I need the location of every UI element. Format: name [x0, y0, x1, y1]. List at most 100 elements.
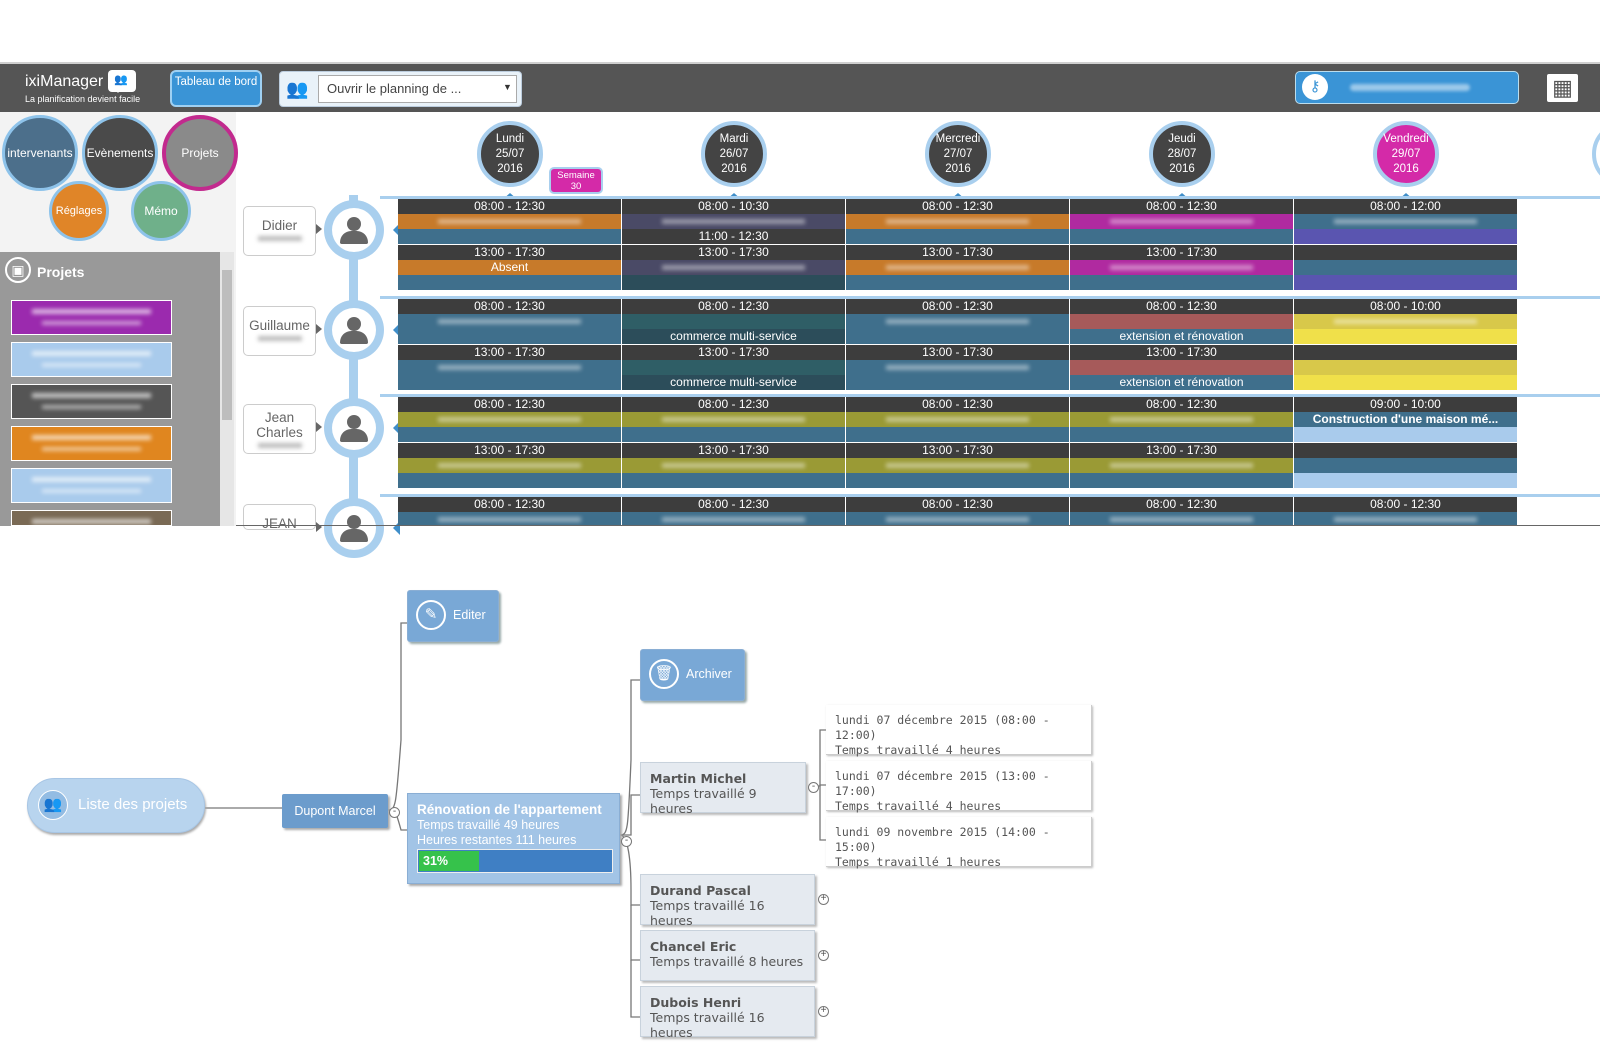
session-node[interactable]: lundi 07 décembre 2015 (13:00 - 17:00)Te… — [826, 761, 1092, 813]
project-list-item[interactable] — [11, 510, 172, 526]
planning-slot[interactable]: 13:00 - 17:30 — [846, 245, 1069, 290]
client-node[interactable]: Dupont Marcel — [282, 794, 388, 828]
project-list-item[interactable] — [11, 342, 172, 377]
planning-slot[interactable]: 13:00 - 17:30 — [846, 443, 1069, 488]
slot-band-bottom — [1294, 229, 1517, 244]
slot-band-bottom — [1294, 329, 1517, 344]
worker-expand-toggle[interactable]: + — [818, 1006, 829, 1017]
planning-slot[interactable]: 13:00 - 17:30 — [1070, 443, 1293, 488]
slot-band-bottom — [1294, 427, 1517, 442]
row-expand-arrow[interactable] — [386, 421, 400, 435]
planning-slot[interactable] — [1294, 345, 1517, 390]
project-list-item[interactable] — [11, 300, 172, 335]
planning-slot[interactable]: 13:00 - 17:30 — [398, 345, 621, 390]
planning-slot[interactable]: 08:00 - 12:30 — [1070, 199, 1293, 244]
person-avatar[interactable] — [324, 200, 384, 260]
planning-slot[interactable]: 13:00 - 17:30 — [622, 443, 845, 488]
planning-slot[interactable]: 08:00 - 12:30 — [398, 299, 621, 344]
slot-time — [1294, 245, 1517, 260]
planning-slot[interactable]: 08:00 - 12:30 — [398, 497, 621, 525]
slot-band-top — [846, 512, 1069, 525]
slot-project-redacted — [662, 219, 805, 224]
row-expand-arrow[interactable] — [386, 323, 400, 337]
row-expand-arrow[interactable] — [386, 521, 400, 535]
menu-evenements[interactable]: Evènements — [82, 115, 158, 191]
planning-slot[interactable]: 08:00 - 12:30 — [1070, 397, 1293, 442]
person-avatar[interactable] — [324, 498, 384, 558]
project-list-item[interactable] — [11, 468, 172, 503]
planning-slot[interactable]: 13:00 - 17:30 — [1070, 245, 1293, 290]
slot-project-redacted — [438, 517, 581, 522]
dashboard-button[interactable]: Tableau de bord — [170, 70, 262, 107]
slot-band-bottom — [846, 473, 1069, 488]
planning-slot[interactable]: 13:00 - 17:30 — [398, 443, 621, 488]
planning-slot[interactable]: 08:00 - 12:30 — [1294, 497, 1517, 525]
person-avatar[interactable] — [324, 300, 384, 360]
slot-band-top — [622, 458, 845, 473]
calendar-icon[interactable]: ▦ — [1547, 74, 1578, 102]
menu-intervenants[interactable]: intervenants — [2, 115, 78, 191]
session-time: Temps travaillé 4 heures — [835, 799, 1002, 813]
session-node[interactable]: lundi 07 décembre 2015 (08:00 - 12:00)Te… — [826, 705, 1092, 757]
planning-slot[interactable] — [1294, 245, 1517, 290]
row-expand-arrow[interactable] — [386, 223, 400, 237]
planning-slot[interactable]: 08:00 - 12:30 — [398, 199, 621, 244]
person-name-tag[interactable]: Guillaume — [243, 306, 316, 356]
planning-slot[interactable]: 08:00 - 12:30 — [846, 397, 1069, 442]
person-name-tag[interactable]: JEAN — [243, 504, 316, 531]
dropdown-arrow-icon[interactable]: ▼ — [503, 82, 512, 92]
slot-project-redacted — [438, 417, 581, 422]
planning-slot[interactable]: 13:00 - 17:30 — [846, 345, 1069, 390]
archive-button[interactable]: 🗑 Archiver — [640, 649, 745, 701]
avatar-inner — [332, 208, 376, 252]
planning-slot[interactable]: 13:00 - 17:30 — [622, 245, 845, 290]
planning-slot[interactable]: 08:00 - 12:30 — [1070, 497, 1293, 525]
session-node[interactable]: lundi 09 novembre 2015 (14:00 - 15:00)Te… — [826, 817, 1092, 869]
project-list-item[interactable] — [11, 426, 172, 461]
project-collapse-toggle[interactable]: - — [621, 836, 632, 847]
menu-reglages[interactable]: Réglages — [49, 181, 109, 241]
edit-button[interactable]: ✎ Editer — [407, 590, 499, 642]
person-avatar[interactable] — [324, 398, 384, 458]
projects-list-node[interactable]: 👥 Liste des projets — [27, 778, 205, 833]
planning-slot[interactable]: 08:00 - 12:30 — [846, 497, 1069, 525]
planning-slot[interactable]: 08:00 - 12:30 — [846, 199, 1069, 244]
day-date: 25/07 — [495, 148, 525, 160]
planning-slot[interactable]: 08:00 - 12:30 — [846, 299, 1069, 344]
planning-select[interactable]: Ouvrir le planning de ... — [318, 75, 517, 103]
project-list-item[interactable] — [11, 384, 172, 419]
worker-expand-toggle[interactable]: + — [818, 950, 829, 961]
planning-slot[interactable]: 08:00 - 12:00 — [1294, 199, 1517, 244]
planning-slot[interactable]: 08:00 - 12:30 — [622, 397, 845, 442]
row-separator — [380, 296, 1600, 299]
menu-memo[interactable]: Mémo — [131, 181, 191, 241]
project-node[interactable]: Rénovation de l'appartement Temps travai… — [407, 793, 620, 884]
planning-slot[interactable]: 08:00 - 12:30 — [398, 397, 621, 442]
projects-scrollbar-thumb[interactable] — [222, 270, 232, 420]
planning-slot[interactable]: 08:00 - 12:30 — [622, 497, 845, 525]
planning-slot[interactable] — [1294, 443, 1517, 488]
planning-slot[interactable]: 08:00 - 10:00 — [1294, 299, 1517, 344]
worker-expand-toggle[interactable]: - — [808, 782, 819, 793]
menu-projets[interactable]: Projets — [162, 115, 238, 191]
worker-expand-toggle[interactable]: + — [818, 894, 829, 905]
person-name-tag[interactable]: Didier — [243, 206, 316, 256]
client-collapse-toggle[interactable]: - — [389, 807, 400, 818]
person-name-tag[interactable]: Jean Charles — [243, 404, 316, 454]
